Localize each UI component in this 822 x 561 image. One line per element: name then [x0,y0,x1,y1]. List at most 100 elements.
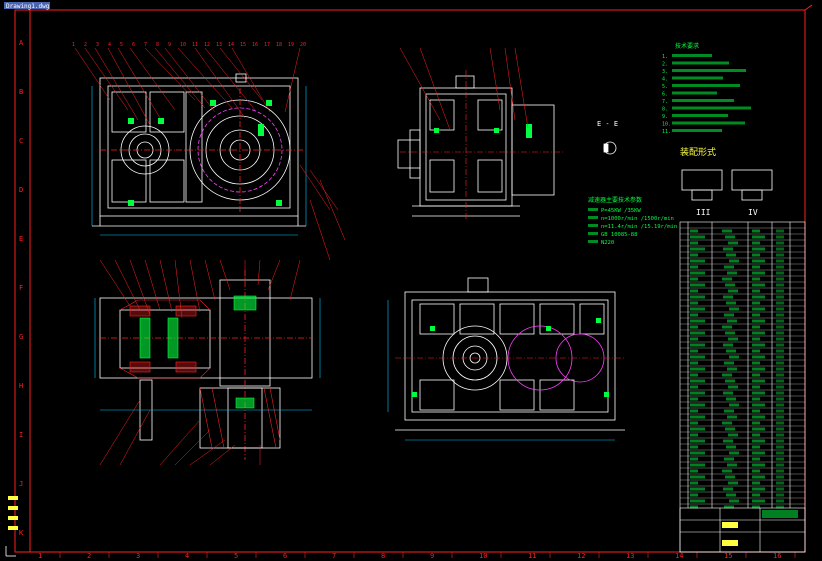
parts-cell [776,421,784,425]
mounting-heading: 装配形式 [680,146,716,158]
parts-cell [752,271,765,275]
parts-cell [728,481,738,485]
parts-list-table[interactable] [679,221,806,553]
parts-cell [690,385,698,389]
parts-cell [752,421,760,425]
parts-cell [776,409,784,413]
note-number: 8. [662,107,668,113]
parts-cell [776,289,784,293]
parts-cell [726,349,736,353]
callout-number: 9 [168,42,171,48]
callout-number: 10 [180,42,186,48]
parts-cell [752,451,765,455]
parts-cell [690,343,705,347]
parts-cell [727,367,737,371]
callout-number: 16 [252,42,258,48]
specs-heading: 减速器主要技术参数 [588,196,642,204]
parts-cell [728,337,738,341]
parts-cell [776,313,784,317]
row-marker: D [19,186,23,194]
column-marker: 15 [724,552,732,560]
parts-cell [776,463,784,467]
technical-notes: 1.2.3.4.5.6.7.8.9.10.11. [662,54,751,135]
parts-cell [724,313,734,317]
parts-cell [776,319,784,323]
callout-number: 6 [132,42,135,48]
parts-cell [726,493,736,497]
side-view-bolt-holes [434,124,532,138]
row-marker: G [19,333,23,341]
column-marker: 6 [283,552,287,560]
parts-cell [776,439,784,443]
parts-cell [729,403,739,407]
callout-number: 14 [228,42,234,48]
parts-cell [752,337,760,341]
parts-cell [776,343,784,347]
mounting-form-icons [681,169,773,201]
parts-cell [752,367,765,371]
parts-cell [752,283,765,287]
title-block[interactable] [679,507,806,553]
parts-cell [690,379,705,383]
note-text-line [672,69,746,72]
callout-number: 12 [204,42,210,48]
parts-cell [752,415,765,419]
column-marker: 4 [185,552,189,560]
parts-cell [690,307,705,311]
column-marker: 14 [675,552,683,560]
parts-cell [776,367,784,371]
row-marker: I [19,431,23,439]
parts-cell [728,241,738,245]
gearbox-top-gear-right [100,88,304,212]
parts-cell [752,349,760,353]
parts-cell [776,505,784,509]
note-text-line [672,61,729,65]
parts-cell [752,463,765,467]
parts-cell [729,259,739,263]
parts-cell [723,295,733,299]
cross-section-dimensions [94,298,321,411]
parts-cell [776,499,784,503]
parts-cell [690,493,698,497]
note-number: 4. [662,77,668,83]
mount-label-iii: III [696,208,711,217]
parts-cell [690,487,705,491]
parts-cell [752,439,765,443]
parts-cell [690,319,705,323]
callout-number: 5 [120,42,123,48]
note-text-line [672,121,745,125]
parts-cell [776,277,784,281]
drawing-tab[interactable] [4,2,50,9]
parts-cell [776,457,784,461]
parts-cell [752,409,760,413]
parts-cell [752,241,760,245]
parts-cell [690,445,698,449]
parts-cell [752,259,765,263]
parts-cell [752,247,765,251]
parts-cell [776,415,784,419]
parts-cell [776,325,784,329]
parts-cell [690,391,705,395]
parts-cell [723,391,733,395]
column-marker: 9 [430,552,434,560]
gearbox-cross-section[interactable] [99,270,313,460]
column-marker: 11 [528,552,536,560]
callout-number: 19 [288,42,294,48]
parts-cell [725,475,735,479]
side-view-centerlines [400,70,565,220]
note-text-line [672,54,712,57]
parts-cell [776,451,784,455]
drawing-tab-label: Drawing1.dwg [6,3,50,10]
parts-cell [728,289,738,293]
parts-cell [776,283,784,287]
column-marker: 10 [479,552,487,560]
parts-cell [690,325,698,329]
parts-cell [776,241,784,245]
parts-cell [726,301,736,305]
parts-cell [722,229,732,233]
top-view-bolt-holes [128,100,282,206]
parts-cell [752,361,760,365]
